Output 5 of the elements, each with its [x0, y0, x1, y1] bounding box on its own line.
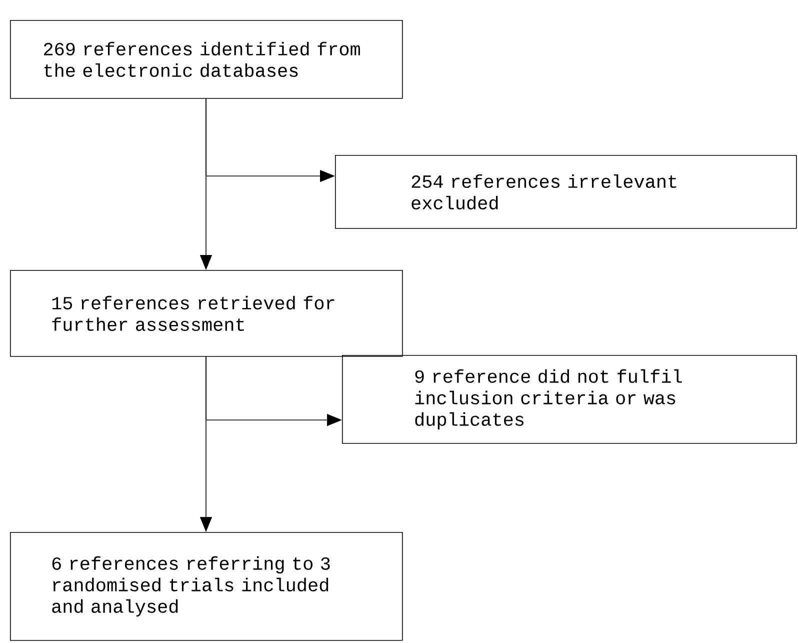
process-box: 15 references retrieved for further assessment — [10, 270, 403, 357]
process-box: 254 references irrelevant excluded — [335, 155, 797, 229]
process-box: 9 reference did not fulfil inclusion criteria or was duplicates — [342, 355, 797, 444]
process-box: 6 references referring to 3 randomised trials included and analysed — [10, 532, 403, 641]
process-box: 269 references identified from the electronic databases — [10, 20, 403, 99]
